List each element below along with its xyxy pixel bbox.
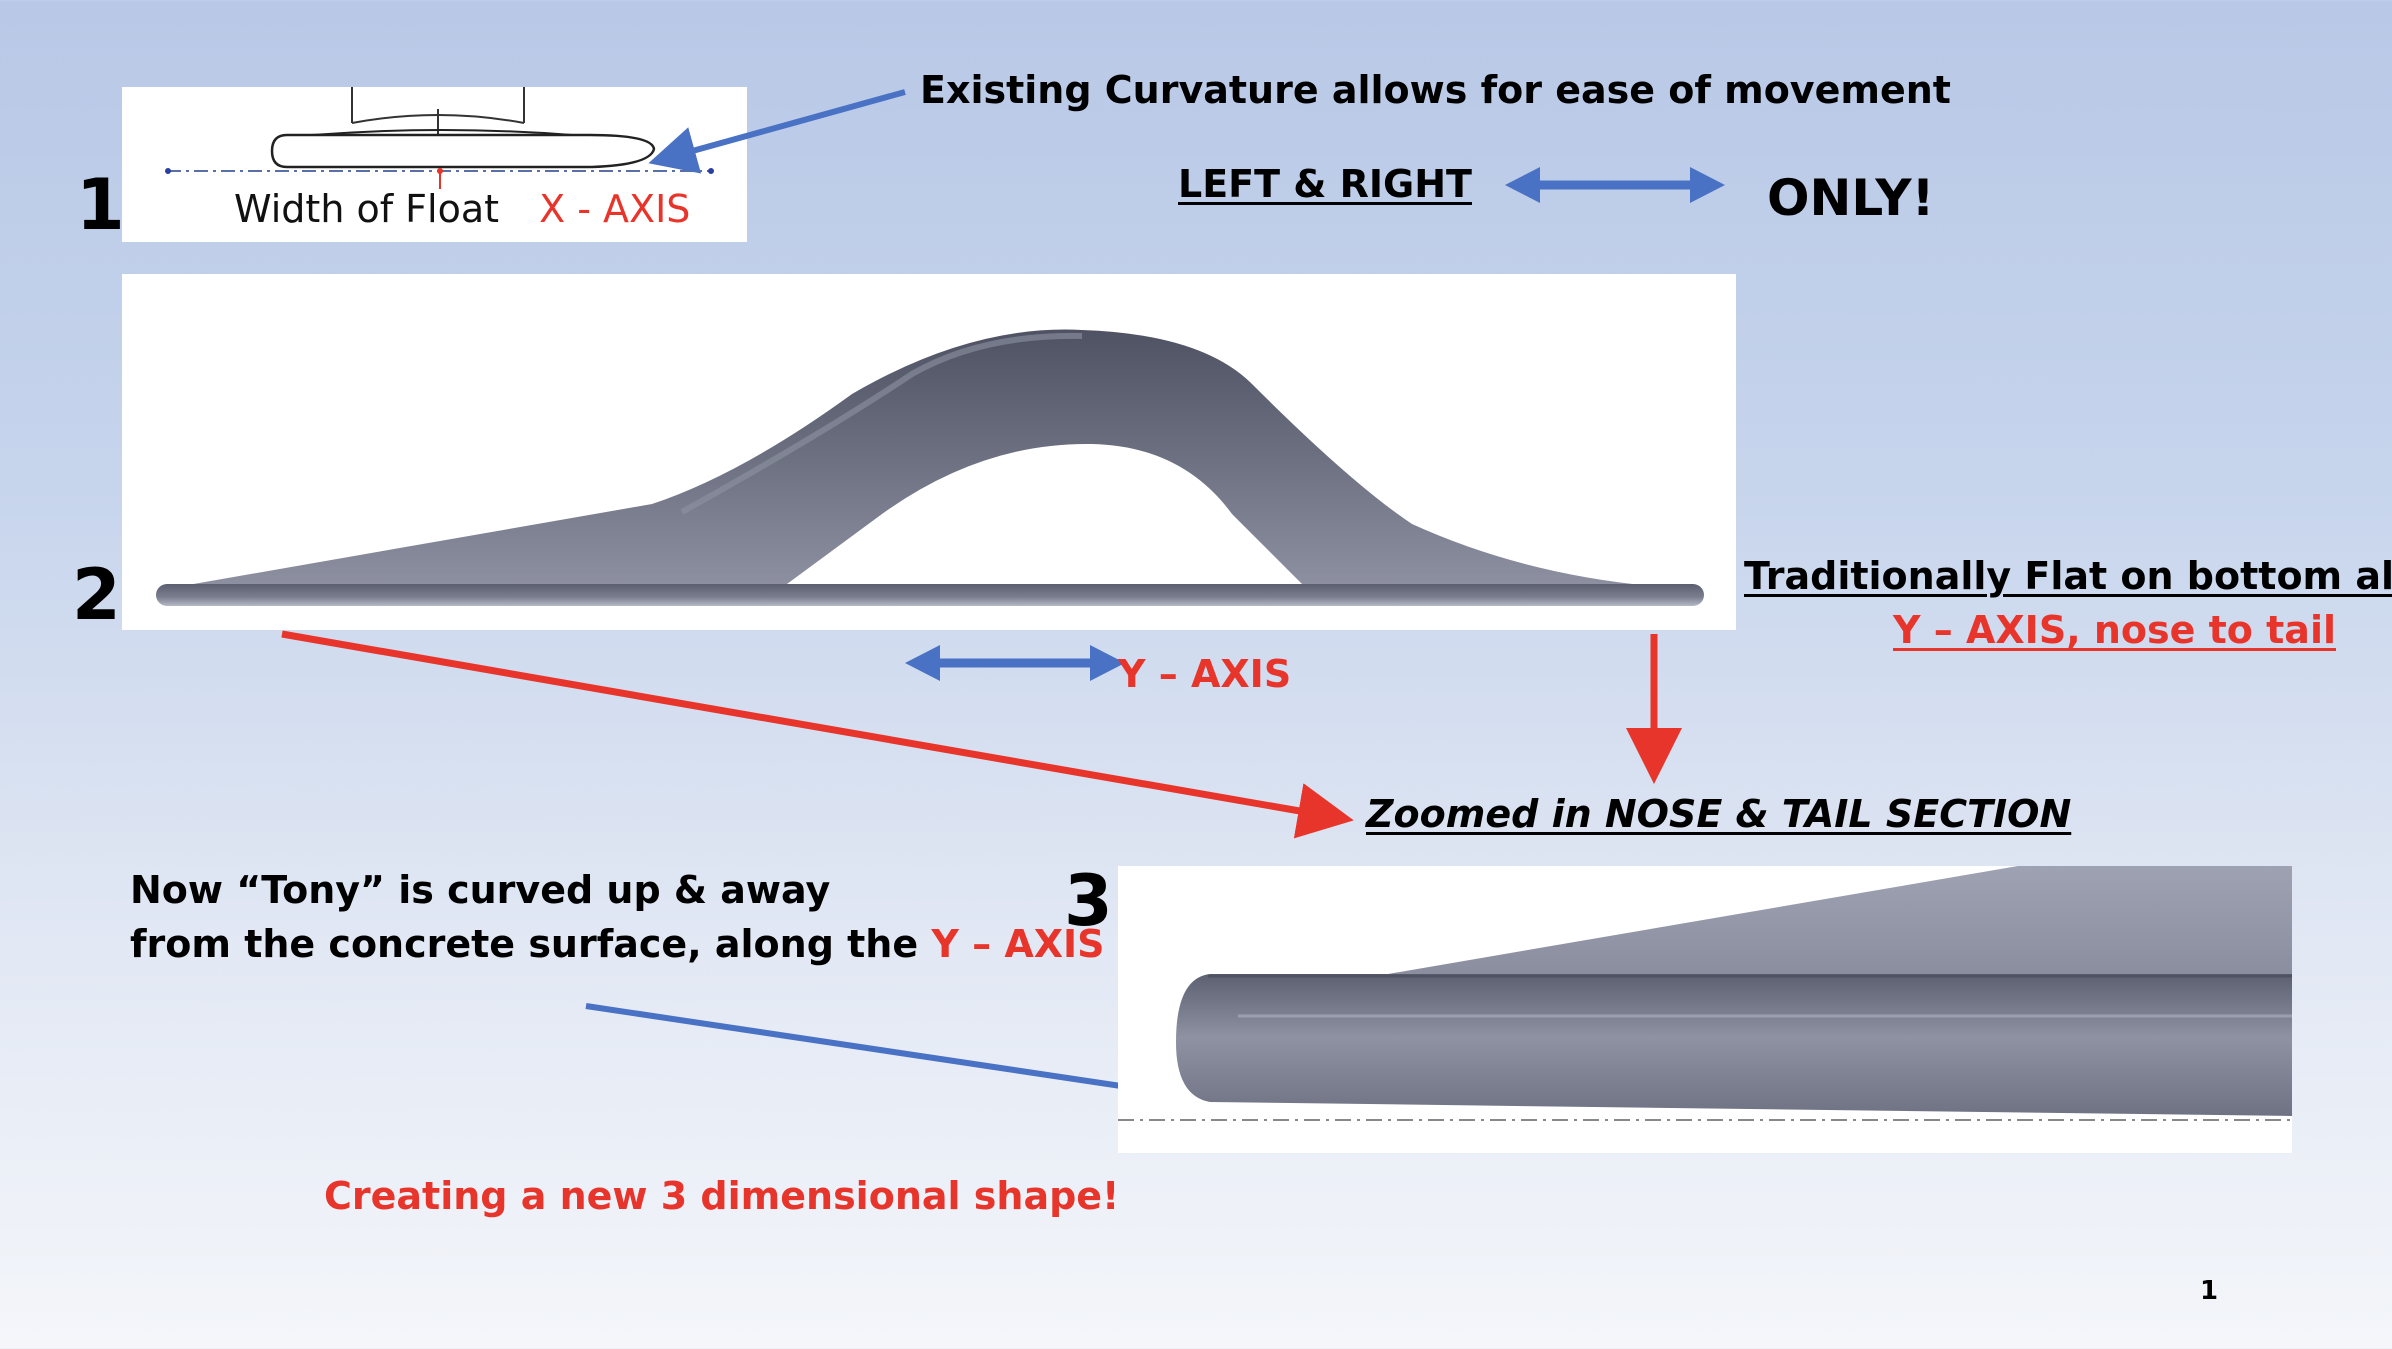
traditional-line2: Y – AXIS, nose to tail <box>1893 608 2336 652</box>
panel2-number: 2 <box>72 554 121 636</box>
y-axis-double-arrow <box>905 645 1125 681</box>
panel2-y-axis-label: Y – AXIS <box>1118 652 1292 696</box>
curvature-callout-text: Existing Curvature allows for ease of mo… <box>920 68 1951 112</box>
left-right-double-arrow <box>1505 167 1725 203</box>
float-side-view-render <box>156 329 1704 606</box>
panel3-image <box>1118 866 2292 1153</box>
nose-section-render <box>1118 866 2292 1121</box>
tony-line2-text: from the concrete surface, along the <box>130 922 932 966</box>
float-front-view-drawing <box>165 87 714 189</box>
left-right-label: LEFT & RIGHT <box>1178 162 1472 206</box>
panel1-image: Width of Float X - AXIS <box>122 87 747 242</box>
creating-shape-text: Creating a new 3 dimensional shape! <box>324 1174 1120 1218</box>
tony-line2: from the concrete surface, along the Y –… <box>130 922 1105 968</box>
tony-line1: Now “Tony” is curved up & away <box>130 868 831 912</box>
panel3-number: 3 <box>1064 860 1113 942</box>
tony-y-axis-label: Y – AXIS <box>931 922 1105 966</box>
x-axis-label: X - AXIS <box>539 187 691 231</box>
slide-number: 1 <box>2200 1276 2219 1306</box>
only-label: ONLY! <box>1767 169 1935 227</box>
traditional-line1: Traditionally Flat on bottom along <box>1744 554 2392 598</box>
width-of-float-label: Width of Float <box>234 187 500 231</box>
zoomed-section-label: Zoomed in NOSE & TAIL SECTION <box>1366 792 2072 836</box>
panel2-image <box>122 274 1736 630</box>
panel1-number: 1 <box>76 164 125 246</box>
